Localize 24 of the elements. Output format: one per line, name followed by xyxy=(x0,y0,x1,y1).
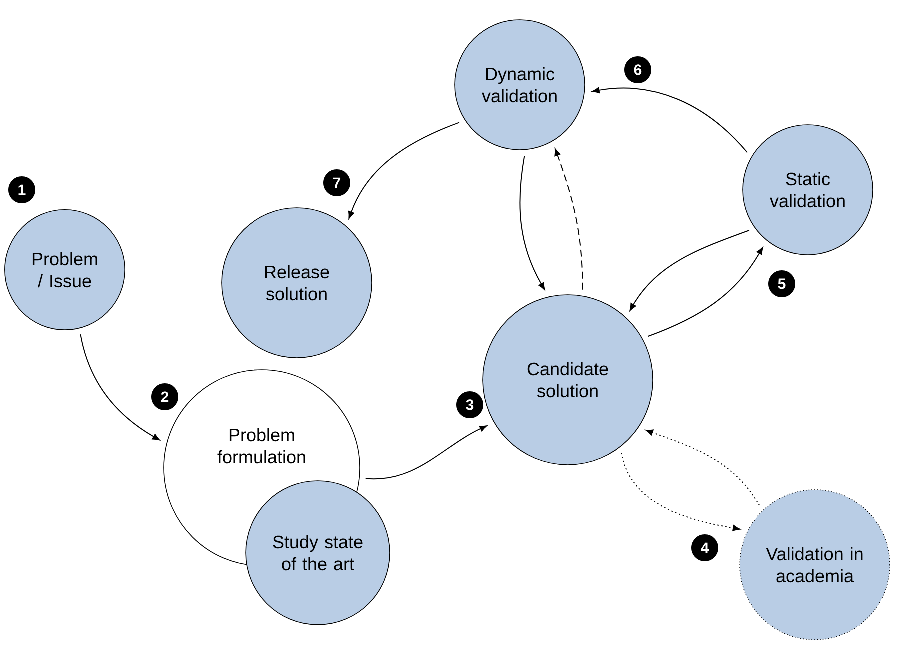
arrow xyxy=(80,334,160,441)
circle-node: Problem / Issue xyxy=(4,210,126,330)
arrow xyxy=(554,148,584,290)
arrow xyxy=(630,230,750,312)
arrow xyxy=(648,247,764,338)
circle-node: Static validation xyxy=(742,124,874,256)
arrow xyxy=(592,87,748,154)
callout-number: 2 xyxy=(152,384,178,410)
circle-node: Release solution xyxy=(222,208,372,358)
callout-number: 3 xyxy=(456,391,484,418)
callout-number: 6 xyxy=(624,56,652,84)
arrow xyxy=(365,426,488,480)
arrow xyxy=(520,156,546,290)
arrow xyxy=(646,430,760,506)
circle-node: Candidate solution xyxy=(482,294,654,466)
circle-node: Study state of the art xyxy=(246,480,390,626)
arrow xyxy=(621,452,740,532)
callout-number: 7 xyxy=(324,170,350,196)
callout-number: 4 xyxy=(692,534,718,562)
circle-node: Dynamic validation xyxy=(454,20,586,150)
callout-number: 5 xyxy=(768,270,796,298)
arrow xyxy=(348,122,460,220)
circle-node: Validation in academia xyxy=(740,490,890,640)
callout-number: 1 xyxy=(8,176,36,204)
